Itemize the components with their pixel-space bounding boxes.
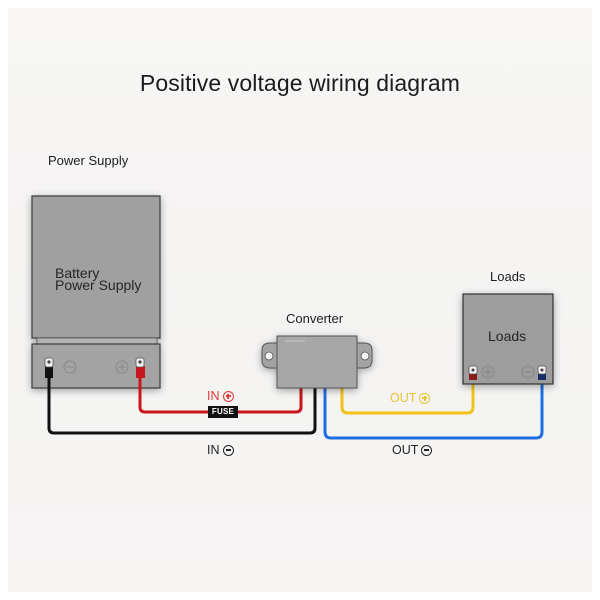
loads-negative-terminal (537, 365, 547, 380)
plus-circle-icon (419, 392, 431, 404)
out-positive-text: OUT (390, 391, 417, 405)
label-in-positive: IN (207, 389, 234, 403)
diagram-title: Positive voltage wiring diagram (139, 70, 461, 96)
converter-heading: Converter (286, 311, 344, 326)
loads-positive-symbol-icon (481, 365, 495, 379)
in-negative-text: IN (207, 443, 220, 457)
battery-positive-terminal (135, 357, 145, 378)
loads-heading: Loads (490, 269, 526, 284)
wire-in-negative (47, 374, 317, 435)
power-supply-battery (31, 195, 161, 389)
in-positive-text: IN (207, 389, 220, 403)
label-out-positive: OUT (390, 391, 431, 405)
battery-label-line2: Power Supply (55, 277, 142, 293)
loads-positive-terminal (468, 365, 478, 380)
fuse-label: FUSE (208, 406, 238, 418)
wire-out-positive (340, 375, 475, 415)
loads-negative-symbol-icon (521, 365, 535, 379)
minus-circle-icon (222, 444, 234, 456)
out-negative-text: OUT (392, 443, 419, 457)
wire-out-negative (323, 375, 544, 440)
label-in-negative: IN (207, 443, 234, 457)
plus-circle-icon (222, 390, 234, 402)
converter-module (261, 335, 373, 389)
minus-circle-icon (421, 444, 433, 456)
label-out-negative: OUT (392, 443, 433, 457)
power-supply-heading: Power Supply (48, 153, 129, 168)
battery-negative-terminal (44, 357, 54, 378)
battery-negative-symbol-icon (63, 360, 77, 374)
loads-box-label: Loads (488, 328, 527, 344)
battery-label-line1: Battery (55, 265, 100, 281)
battery-positive-symbol-icon (115, 360, 129, 374)
